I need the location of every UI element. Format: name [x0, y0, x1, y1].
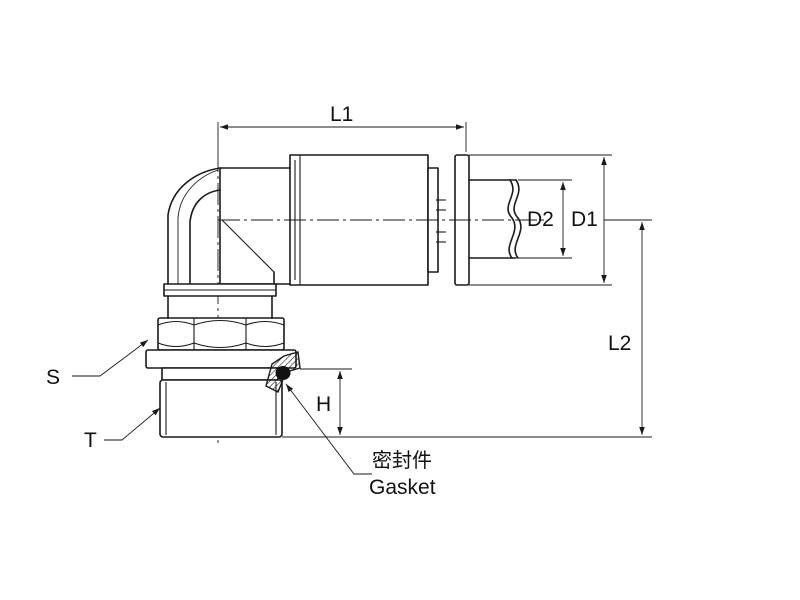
elbow-body: [167, 167, 291, 285]
tube: [468, 179, 522, 259]
label-gasket-cn: 密封件: [372, 448, 432, 472]
label-l2: L2: [608, 332, 631, 355]
label-d1: D1: [571, 208, 598, 231]
label-t: T: [84, 429, 97, 452]
leader-gasket: [285, 383, 372, 475]
gasket: [265, 351, 301, 393]
leader-s: [72, 339, 149, 377]
dim-l2: [282, 219, 652, 438]
label-d2: D2: [527, 208, 554, 231]
upper-nut: [157, 283, 285, 351]
label-gasket-en: Gasket: [369, 476, 436, 499]
dim-d2: [518, 179, 572, 259]
label-h: H: [316, 393, 331, 416]
leader-t: [104, 407, 161, 441]
dim-l1: [217, 122, 467, 152]
dim-h: [300, 368, 352, 435]
label-l1: L1: [330, 103, 353, 126]
label-s: S: [46, 366, 60, 389]
lower-thread: [159, 367, 283, 438]
